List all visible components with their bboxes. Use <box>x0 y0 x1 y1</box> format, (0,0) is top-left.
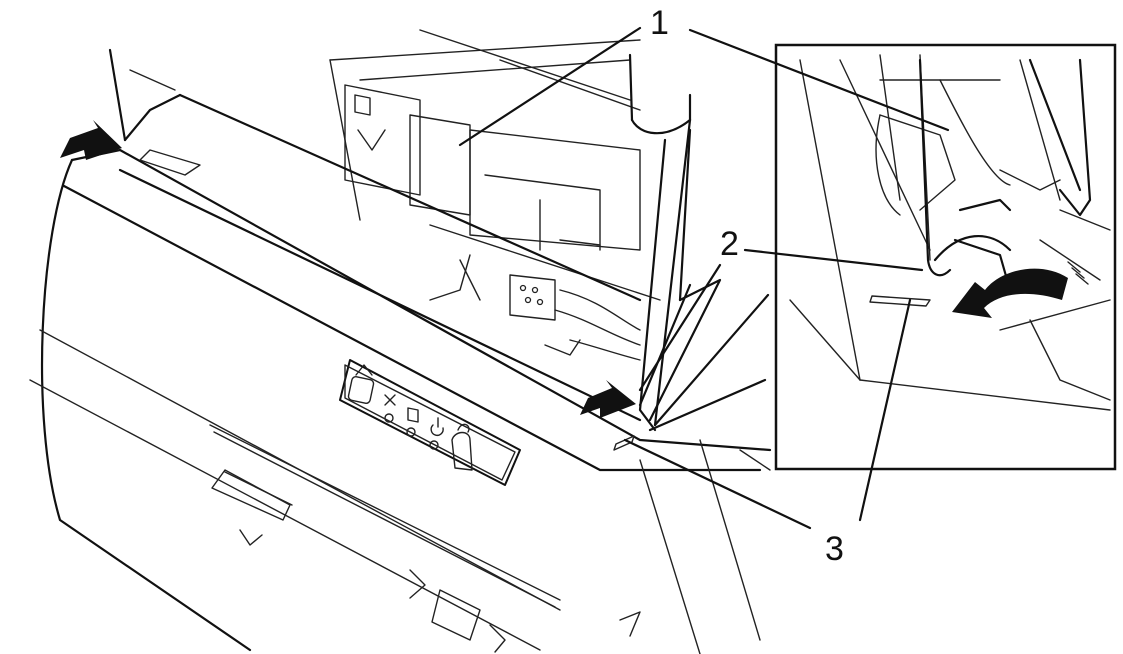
right-cover-arm <box>628 53 770 432</box>
inset-detail <box>774 43 1117 471</box>
callout-2: 2 <box>720 225 739 263</box>
arrow-pointer-icon <box>580 380 636 418</box>
callout-1: 1 <box>650 4 669 42</box>
curved-arrow-icon <box>952 261 1089 318</box>
latch-slot <box>613 435 635 451</box>
error-x-icon <box>384 394 396 423</box>
arrow-pointer-icon <box>60 120 122 160</box>
left-cover-hinge <box>108 48 642 422</box>
front-details <box>209 424 641 653</box>
feed-arrow-icon <box>451 423 473 471</box>
printer-interior <box>329 29 661 361</box>
leader-lines <box>458 26 950 530</box>
paper-indicator-icon <box>406 407 419 437</box>
callout-3: 3 <box>825 530 844 568</box>
paper-load-icon <box>347 364 375 404</box>
power-icon <box>429 417 444 450</box>
control-panel <box>339 359 521 486</box>
